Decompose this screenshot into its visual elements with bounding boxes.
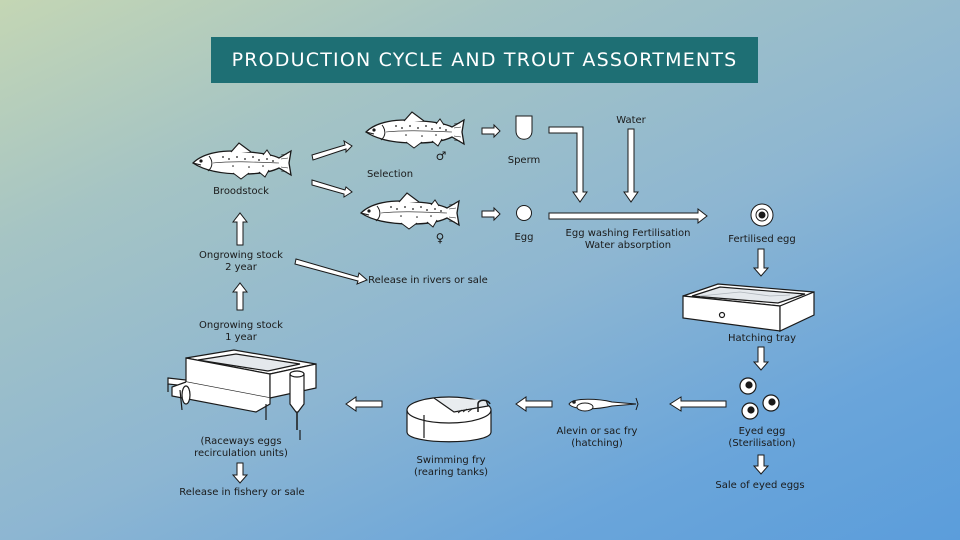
- label-ongrowing-2y-line2: 2 year: [225, 262, 257, 273]
- arrow-to-release-fishery: [231, 462, 249, 484]
- arrow-to-egg: [481, 206, 501, 222]
- arrow-to-release-rivers: [294, 258, 368, 285]
- page-title: PRODUCTION CYCLE AND TROUT ASSORTMENTS: [231, 49, 738, 71]
- title-banner: PRODUCTION CYCLE AND TROUT ASSORTMENTS: [211, 37, 758, 83]
- arrow-to-eyed-egg: [752, 346, 770, 371]
- broodstock-fish: [192, 142, 292, 180]
- arrow-sperm-elbow: [548, 126, 588, 203]
- hatching-tray-icon: [682, 283, 815, 332]
- arrow-to-alevin: [669, 396, 727, 412]
- arrow-to-sale-eyed: [752, 454, 770, 475]
- label-alevin-line2: (hatching): [571, 438, 623, 449]
- sperm-tube-icon: [515, 115, 533, 140]
- label-sale-eyed-eggs: Sale of eyed eggs: [715, 480, 805, 491]
- label-ongrowing-1y-line2: 1 year: [225, 332, 257, 343]
- label-release-fishery: Release in fishery or sale: [179, 487, 305, 498]
- label-eyed-egg-line2: (Sterilisation): [728, 438, 796, 449]
- female-symbol: ♀: [436, 231, 445, 245]
- arrow-to-swimming-fry: [515, 396, 553, 412]
- label-hatching-tray: Hatching tray: [727, 333, 797, 344]
- label-water-absorption: Water absorption: [584, 240, 672, 251]
- label-alevin-line1: Alevin or sac fry: [556, 426, 638, 437]
- label-water: Water: [616, 115, 646, 126]
- label-ongrowing-1y-line1: Ongrowing stock: [199, 320, 283, 331]
- label-ongrowing-2y-line1: Ongrowing stock: [199, 250, 283, 261]
- male-symbol: ♂: [436, 149, 447, 163]
- arrow-water: [623, 128, 639, 203]
- alevin-icon: [568, 397, 639, 412]
- arrow-to-fertilised: [548, 207, 708, 225]
- male-trout: [365, 111, 465, 149]
- label-swimming-fry-line1: Swimming fry: [416, 455, 486, 466]
- label-raceways-line1: (Raceways eggs: [200, 436, 282, 447]
- arrow-to-male: [311, 139, 353, 161]
- arrow-to-female: [311, 179, 353, 198]
- label-broodstock: Broodstock: [213, 186, 269, 197]
- label-raceways-line2: recirculation units): [194, 448, 288, 459]
- label-egg: Egg: [514, 232, 534, 243]
- label-sperm: Sperm: [507, 155, 541, 166]
- label-egg-washing: Egg washing Fertilisation: [565, 228, 691, 239]
- egg-icon: [516, 205, 532, 221]
- label-release-rivers: Release in rivers or sale: [368, 275, 488, 286]
- arrow-to-hatching-tray: [752, 248, 770, 277]
- arrow-to-sperm: [481, 123, 501, 139]
- rearing-tank-icon: [406, 396, 492, 443]
- arrow-to-ongrowing-2y: [231, 282, 249, 311]
- label-swimming-fry-line2: (rearing tanks): [413, 467, 489, 478]
- arrow-to-broodstock: [231, 212, 249, 246]
- eyed-eggs-icon: [739, 377, 780, 420]
- raceways-icon: [167, 349, 317, 440]
- fertilised-egg-inner: [755, 208, 769, 222]
- arrow-to-raceways: [345, 396, 383, 412]
- label-eyed-egg-line1: Eyed egg: [738, 426, 786, 437]
- female-trout: [360, 192, 460, 230]
- label-selection: Selection: [366, 169, 414, 180]
- label-fertilised-egg: Fertilised egg: [728, 234, 796, 245]
